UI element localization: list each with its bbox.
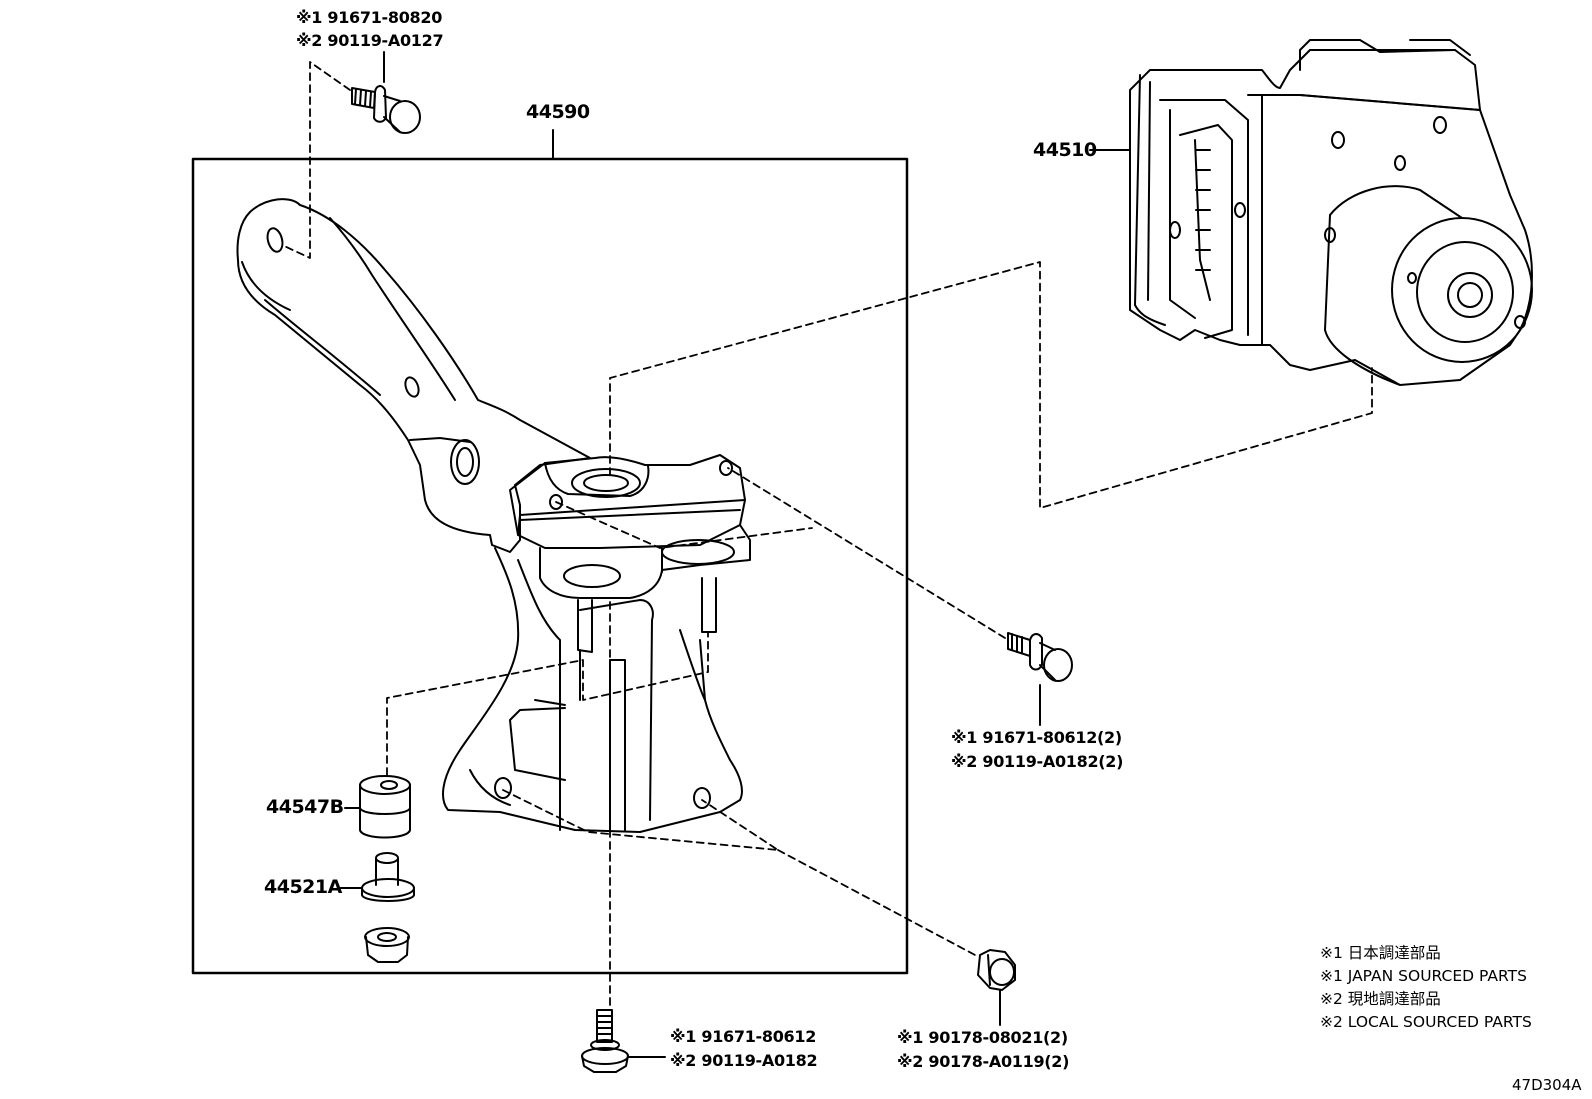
- bottom-bolt-drawing: [581, 1009, 629, 1073]
- side-bolt-callout-1: ※1 91671-80612(2): [951, 728, 1122, 747]
- side-bolt-callout-2: ※2 90119-A0182(2): [951, 752, 1124, 771]
- bracket-drawing: [236, 198, 751, 833]
- actuator-drawing: [1129, 39, 1533, 386]
- bottom-bolt-callout-2: ※2 90119-A0182: [670, 1051, 818, 1070]
- top-bolt-drawing: [351, 85, 421, 134]
- collar-drawing: [361, 852, 415, 902]
- legend-line-3: ※2 現地調達部品: [1320, 990, 1441, 1008]
- legend-line-4: ※2 LOCAL SOURCED PARTS: [1320, 1013, 1532, 1031]
- nut-callout-2: ※2 90178-A0119(2): [897, 1052, 1070, 1071]
- legend-line-2: ※1 JAPAN SOURCED PARTS: [1320, 967, 1527, 985]
- assembly-guide-lines: [281, 61, 1373, 1006]
- cushion-drawing: [359, 775, 411, 839]
- flange-nut-drawing: [977, 949, 1016, 991]
- lower-nut-drawing: [364, 927, 410, 963]
- top-bolt-callout-1: ※1 91671-80820: [296, 8, 443, 27]
- bottom-bolt-callout-1: ※1 91671-80612: [670, 1027, 817, 1046]
- assembly-label: 44590: [526, 101, 590, 123]
- diagram-code: 47D304A: [1512, 1076, 1582, 1094]
- side-bolt-drawing: [1007, 632, 1073, 682]
- legend-line-1: ※1 日本調達部品: [1320, 944, 1441, 962]
- nut-callout-1: ※1 90178-08021(2): [897, 1028, 1068, 1047]
- assembly-frame: [191, 157, 909, 975]
- collar-label: 44521A: [264, 876, 342, 898]
- cushion-label: 44547B: [266, 796, 344, 818]
- top-bolt-callout-2: ※2 90119-A0127: [296, 31, 444, 50]
- actuator-label: 44510: [1033, 139, 1097, 161]
